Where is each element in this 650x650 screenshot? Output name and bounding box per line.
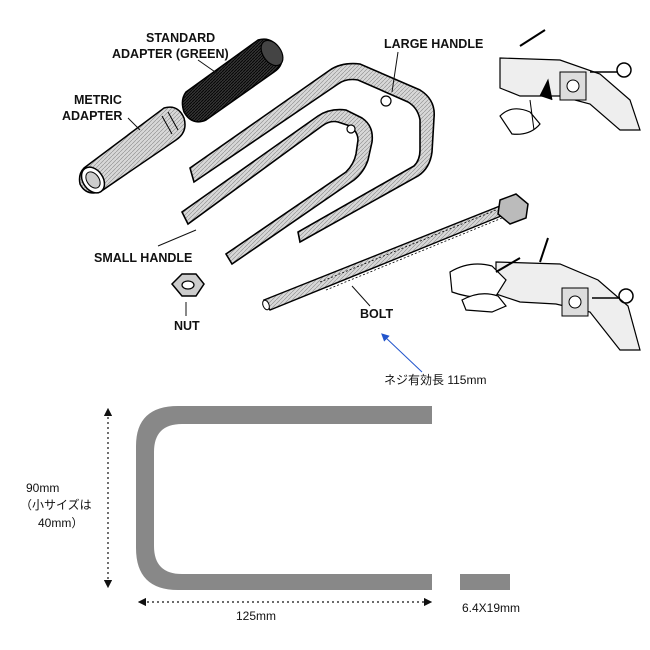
bar-section bbox=[460, 574, 510, 590]
width-dimension-label: 125mm bbox=[236, 609, 276, 623]
leader-lines bbox=[127, 51, 399, 316]
metric-adapter bbox=[78, 106, 186, 194]
bar-section-label: 6.4X19mm bbox=[462, 601, 520, 615]
large-handle bbox=[189, 62, 436, 244]
bracket-profile bbox=[136, 406, 510, 590]
bracket-shape bbox=[136, 406, 432, 590]
height-dimension-line3: 40mm） bbox=[38, 516, 83, 530]
bolt bbox=[262, 193, 529, 311]
bolt-label: BOLT bbox=[360, 307, 393, 321]
metric-adapter-label-line2: ADAPTER bbox=[62, 109, 122, 123]
large-handle-label: LARGE HANDLE bbox=[384, 37, 483, 51]
height-dimension-line1: 90mm bbox=[26, 481, 59, 495]
usage-illustration-top bbox=[499, 29, 641, 135]
thread-length-pointer bbox=[381, 333, 423, 373]
nut bbox=[170, 273, 205, 297]
standard-adapter-label-line2: ADAPTER (GREEN) bbox=[112, 47, 229, 61]
usage-illustration-bottom bbox=[449, 237, 641, 351]
standard-adapter bbox=[181, 38, 284, 123]
metric-adapter-label-line1: METRIC bbox=[74, 93, 122, 107]
thread-length-annotation: ネジ有効長 115mm bbox=[384, 372, 486, 387]
height-dimension-line2: （小サイズは bbox=[20, 497, 92, 512]
nut-label: NUT bbox=[174, 319, 200, 333]
standard-adapter-label-line1: STANDARD bbox=[146, 31, 215, 45]
small-handle bbox=[180, 108, 374, 266]
small-handle-label: SMALL HANDLE bbox=[94, 251, 192, 265]
